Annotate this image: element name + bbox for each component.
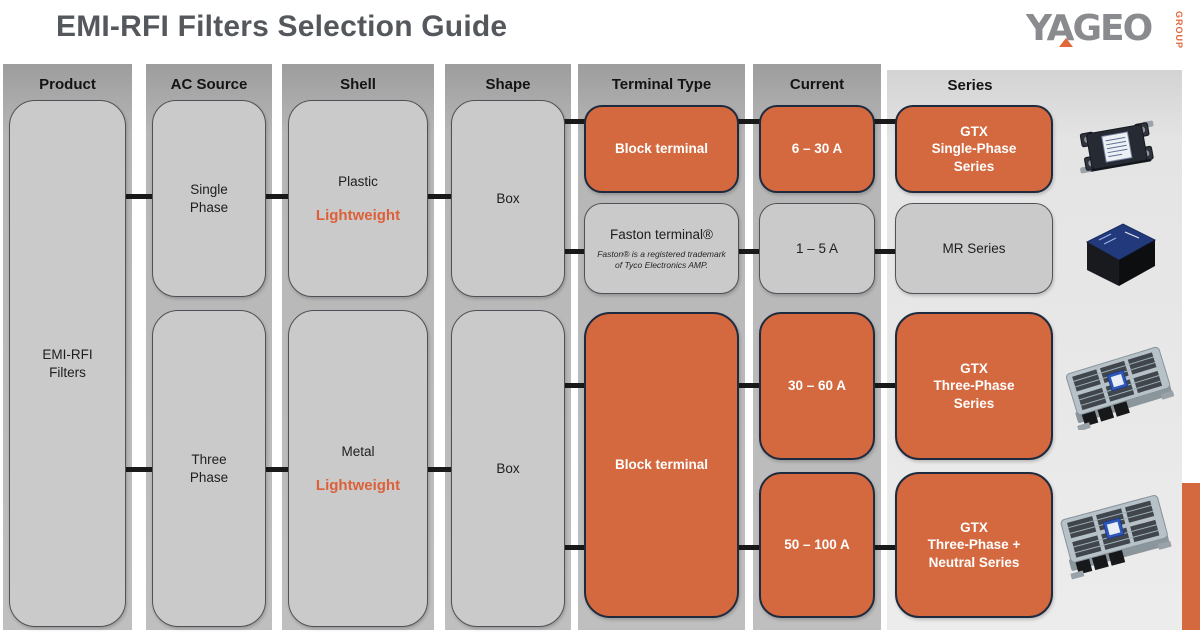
node-label-line: 1 – 5 A — [795, 240, 839, 256]
node-label-line: Three-Phase + — [927, 537, 1021, 553]
faston-trademark-note: Faston® is a registered trademark of Tyc… — [597, 249, 726, 271]
node-label-line: GTX — [960, 123, 988, 139]
node-label-line: EMI-RFI — [42, 346, 93, 362]
node-label-line: Phase — [189, 469, 229, 485]
node-label-line: Neutral Series — [928, 554, 1020, 570]
column-header-ac-source: AC Source — [170, 76, 248, 93]
node-label-line: Three-Phase — [933, 378, 1015, 394]
node-label-line: Three — [191, 451, 227, 467]
node-label-line: Filters — [49, 364, 86, 380]
column-shape: Shape Box Box — [445, 64, 571, 630]
node-gtx-three-phase-series: GTX Three-Phase Series — [895, 312, 1053, 460]
right-edge-accent-bar — [1182, 483, 1200, 630]
column-header-current: Current — [789, 76, 845, 93]
connector — [728, 545, 772, 550]
node-label-line: Single — [190, 181, 228, 197]
connector — [728, 383, 772, 388]
node-current-1-5a: 1 – 5 A — [759, 203, 875, 294]
note-line: of Tyco Electronics AMP. — [615, 259, 708, 270]
yageo-logo: YAGEO GROUP — [1026, 7, 1186, 55]
connector — [862, 249, 906, 254]
node-label-line: Metal — [341, 444, 375, 460]
connector — [728, 119, 772, 124]
yageo-logo-text: YAGEO — [1026, 8, 1153, 49]
node-single-phase: Single Phase — [152, 100, 266, 297]
connector — [540, 119, 590, 124]
node-feature-label: Lightweight — [315, 476, 401, 494]
column-header-series: Series — [947, 77, 993, 94]
node-label-line: Block terminal — [614, 457, 709, 473]
yageo-logo-triangle-icon — [1059, 38, 1073, 47]
node-label-line: Series — [953, 158, 995, 174]
connector — [118, 467, 162, 472]
node-feature-label: Lightweight — [315, 206, 401, 224]
connector — [728, 249, 772, 254]
connector — [540, 249, 590, 254]
column-header-shape: Shape — [485, 76, 531, 93]
node-box-shape-top: Box — [451, 100, 565, 297]
column-shell: Shell Plastic Lightweight Metal Lightwei… — [282, 64, 434, 630]
column-product: Product EMI-RFI Filters — [3, 64, 132, 630]
node-label-line: GTX — [960, 360, 988, 376]
column-current: Current 6 – 30 A 1 – 5 A 30 – 60 A 50 – … — [753, 64, 881, 630]
column-ac-source: AC Source Single Phase Three Phase — [146, 64, 272, 630]
yageo-logo-group-text: GROUP — [1173, 10, 1184, 50]
gtx-three-phase-neutral-filter-photo — [1049, 484, 1179, 580]
column-terminal-type: Terminal Type Block terminal Faston term… — [578, 64, 745, 630]
node-current-30-60a: 30 – 60 A — [759, 312, 875, 460]
connector — [260, 467, 304, 472]
node-label-line: Series — [953, 395, 995, 411]
node-label-line: 30 – 60 A — [787, 378, 847, 394]
node-label-line: Box — [496, 460, 520, 476]
node-faston-terminal: Faston terminal® Faston® is a registered… — [584, 203, 739, 294]
node-label-line: MR Series — [942, 240, 1006, 256]
column-header-shell: Shell — [340, 76, 376, 93]
node-emi-rfi-filters: EMI-RFI Filters — [9, 100, 126, 627]
gtx-single-phase-filter-photo — [1073, 116, 1161, 180]
connector — [862, 545, 906, 550]
node-gtx-three-phase-neutral-series: GTX Three-Phase + Neutral Series — [895, 472, 1053, 618]
node-current-50-100a: 50 – 100 A — [759, 472, 875, 618]
connector — [260, 194, 304, 199]
node-label-line: GTX — [960, 519, 988, 535]
node-label-line: Block terminal — [614, 141, 709, 157]
column-series: Series GTX Single-Phase Series MR Series… — [887, 70, 1182, 630]
connector — [416, 467, 460, 472]
gtx-three-phase-filter-photo — [1055, 338, 1181, 432]
connector — [862, 383, 906, 388]
connector — [862, 119, 906, 124]
node-label-line: Plastic — [338, 174, 378, 190]
node-metal-shell: Metal Lightweight — [288, 310, 428, 627]
node-label-line: Box — [496, 190, 520, 206]
connector — [118, 194, 162, 199]
node-label-line: Faston terminal® — [610, 227, 713, 243]
connector — [540, 383, 590, 388]
node-box-shape-bottom: Box — [451, 310, 565, 627]
page-title: EMI-RFI Filters Selection Guide — [56, 10, 508, 43]
note-line: Faston® is a registered trademark — [597, 248, 726, 259]
node-block-terminal-bottom: Block terminal — [584, 312, 739, 618]
mr-series-filter-photo — [1077, 212, 1163, 288]
node-label-line: Phase — [189, 199, 229, 215]
node-label-line: Single-Phase — [931, 141, 1017, 157]
connector — [416, 194, 460, 199]
column-header-product: Product — [39, 76, 96, 93]
node-block-terminal-top: Block terminal — [584, 105, 739, 193]
node-current-6-30a: 6 – 30 A — [759, 105, 875, 193]
node-three-phase: Three Phase — [152, 310, 266, 627]
connector — [540, 545, 590, 550]
node-mr-series: MR Series — [895, 203, 1053, 294]
node-label-line: 6 – 30 A — [791, 141, 843, 157]
node-label-line: 50 – 100 A — [784, 537, 850, 553]
node-gtx-single-phase-series: GTX Single-Phase Series — [895, 105, 1053, 193]
node-plastic-shell: Plastic Lightweight — [288, 100, 428, 297]
column-header-terminal-type: Terminal Type — [611, 76, 712, 93]
